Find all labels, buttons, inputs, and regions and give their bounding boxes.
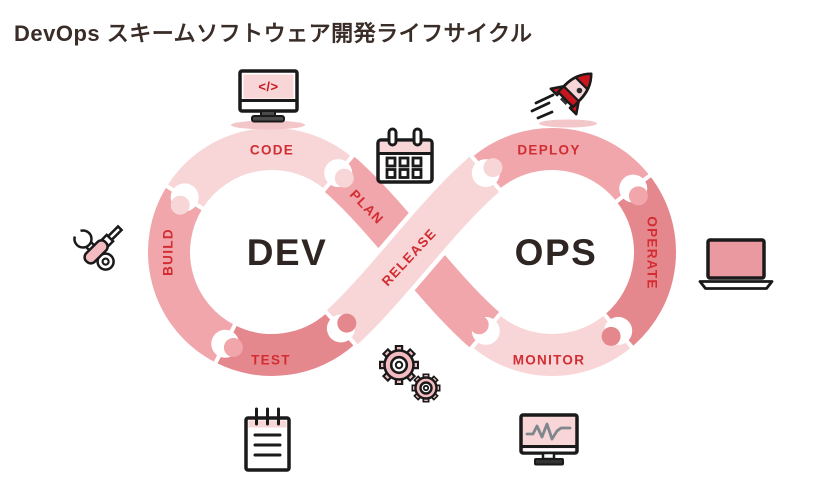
- release-band: [322, 152, 504, 349]
- rocket-icon: [530, 72, 597, 128]
- dev-label: DEV: [247, 232, 328, 273]
- calendar-icon: [376, 127, 434, 184]
- puzzle-joint-operate-monitor: [601, 316, 633, 346]
- code-glyph: </>: [258, 79, 278, 94]
- icon-shadow: [539, 119, 597, 128]
- icon-shadow: [231, 120, 305, 130]
- segment-test: [212, 308, 360, 380]
- segment-build: [144, 182, 239, 367]
- monitor-code-icon: </>: [231, 69, 305, 130]
- puzzle-joint-code-plan: [324, 159, 354, 188]
- puzzle-joint-test-release: [326, 313, 357, 343]
- label-test: TEST: [251, 353, 291, 368]
- puzzle-joint-deploy-operate: [619, 174, 648, 206]
- gears-icon: [379, 345, 441, 403]
- page-title: DevOps スキームソフトウェア開発ライフサイクル: [14, 21, 533, 46]
- tools-icon: [73, 224, 124, 271]
- label-monitor: MONITOR: [513, 353, 586, 368]
- segment-code: [162, 124, 356, 213]
- label-operate: OPERATE: [644, 216, 659, 289]
- puzzle-joint-monitor-plan: [469, 315, 500, 345]
- puzzle-joint-code-build: [170, 183, 199, 215]
- ops-label: OPS: [515, 232, 598, 273]
- label-deploy: DEPLOY: [517, 143, 580, 158]
- segment-monitor: [468, 310, 636, 380]
- monitor-graph-icon: [519, 413, 579, 466]
- notepad-icon: [244, 407, 291, 472]
- puzzle-joint-build-test: [211, 329, 243, 358]
- puzzle-joint-release-deploy: [471, 158, 503, 188]
- laptop-icon: [698, 238, 774, 290]
- label-build: BUILD: [161, 228, 176, 276]
- label-code: CODE: [250, 143, 294, 158]
